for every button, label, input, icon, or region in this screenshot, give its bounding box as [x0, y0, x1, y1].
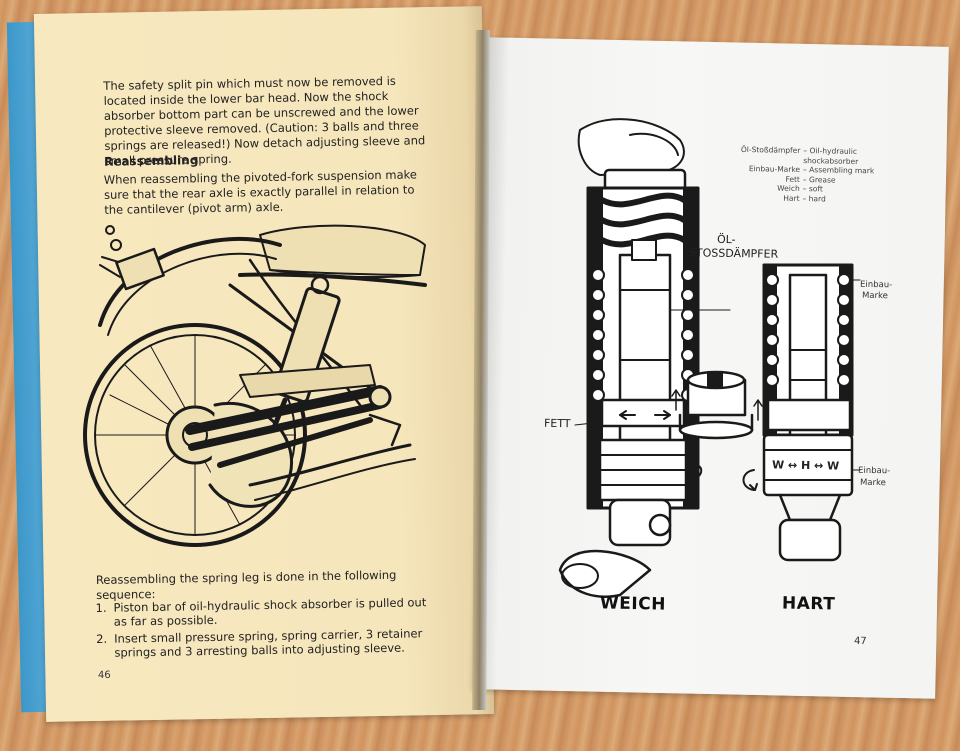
label-marke-bottom: Marke	[859, 477, 886, 489]
page-number-left: 46	[97, 669, 111, 682]
label-weich: WEICH	[599, 593, 667, 615]
page-number-right: 47	[853, 635, 867, 648]
label-oel-line1: ÖL-	[716, 232, 736, 247]
ring-markings: W ↔ H ↔ W	[771, 458, 840, 473]
list-item: 1. Piston bar of oil-hydraulic shock abso…	[95, 595, 435, 629]
label-einbau-bottom: Einbau-	[857, 465, 891, 477]
label-hart: HART	[781, 593, 836, 615]
step-number: 1.	[95, 600, 107, 615]
label-fett: FETT	[543, 416, 571, 431]
step-text: Piston bar of oil-hydraulic shock absorb…	[113, 595, 427, 629]
step-text: Insert small pressure spring, spring car…	[114, 626, 423, 660]
label-oel-line2: STOSSDÄMPFER	[688, 246, 779, 261]
shock-absorber-illustration	[558, 118, 861, 598]
step-number: 2.	[96, 631, 108, 646]
label-einbau-top: Einbau-	[859, 279, 893, 291]
reassembly-steps-list: 1. Piston bar of oil-hydraulic shock abso…	[95, 595, 436, 663]
label-marke-top: Marke	[861, 290, 888, 302]
list-item: 2. Insert small pressure spring, spring c…	[96, 626, 436, 660]
paragraph-pivot-fork: When reassembling the pivoted-fork suspe…	[103, 167, 418, 217]
rear-suspension-illustration	[83, 224, 427, 547]
